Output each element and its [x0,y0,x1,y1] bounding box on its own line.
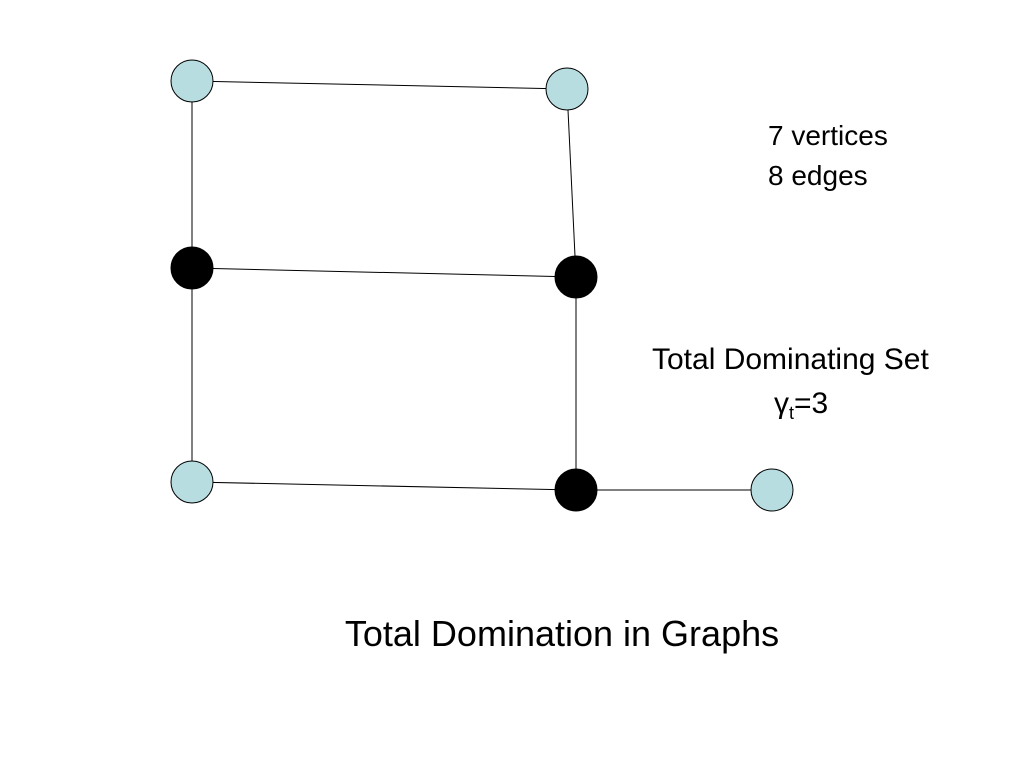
vertex-top-right [545,67,589,111]
domination-value: =3 [794,387,829,420]
edge-middle-left-middle-right [191,267,577,278]
edge-top-right-middle-right [566,88,577,278]
vertex-bottom-left [170,460,214,504]
gamma-symbol: γ [774,387,789,420]
gamma-subscript: t [789,403,795,423]
edge-count-label: 8 edges [768,160,868,191]
vertices-layer [170,59,794,512]
dominating-set-block: Total Dominating Set γt=3 [652,340,982,423]
dominating-set-label: Total Dominating Set [652,343,929,376]
domination-number: γt=3 [774,384,828,433]
vertex-middle-right [554,255,598,299]
vertex-pendant [750,468,794,512]
vertex-middle-left [170,246,214,290]
slide-title: Total Domination in Graphs [344,613,780,654]
edge-top-left-top-right [191,80,568,90]
edges-layer [191,80,772,491]
vertex-count-label: 7 vertices [768,120,888,151]
edge-bottom-left-bottom-right [191,481,577,491]
vertex-top-left [170,59,214,103]
graph-info: 7 vertices 8 edges [768,116,888,196]
vertex-bottom-right [554,468,598,512]
